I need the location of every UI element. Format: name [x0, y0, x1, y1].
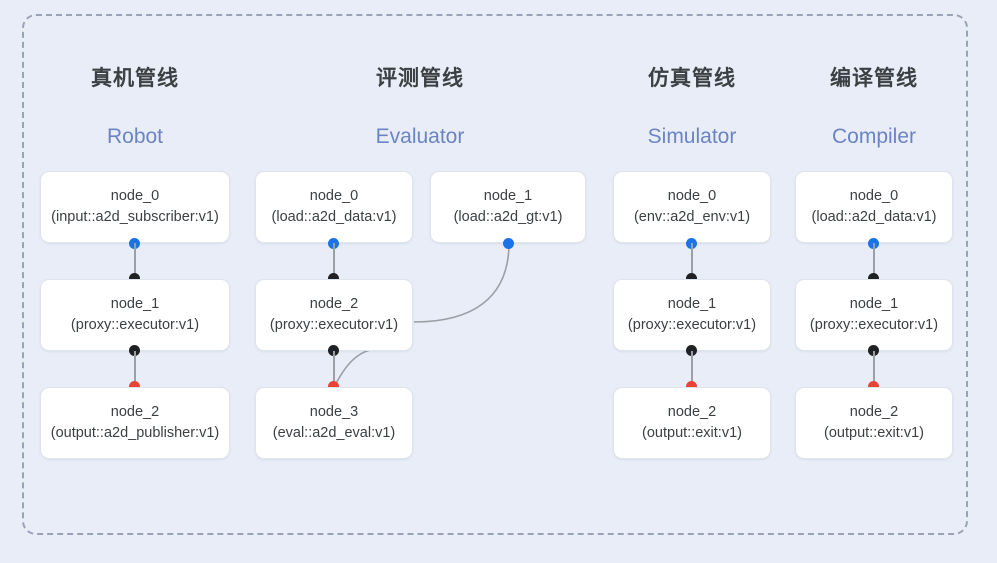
port-output-evaluator-1-gt[interactable]: [503, 238, 514, 249]
node-spec: (load::a2d_data:v1): [811, 209, 937, 225]
node-simulator-2[interactable]: node_2 (output::exit:v1): [613, 387, 771, 459]
node-robot-2[interactable]: node_2 (output::a2d_publisher:v1): [40, 387, 230, 459]
node-name: node_1: [110, 296, 160, 312]
node-name: node_2: [667, 404, 717, 420]
edge-evaluator-2-to-3: [333, 351, 335, 387]
column-title-cn-simulator: 仿真管线: [648, 67, 736, 90]
node-spec: (load::a2d_data:v1): [271, 209, 397, 225]
port-input-compiler-1[interactable]: [868, 273, 879, 284]
port-terminal-compiler-2[interactable]: [868, 381, 879, 392]
node-evaluator-2[interactable]: node_2 (proxy::executor:v1): [255, 279, 413, 351]
node-name: node_0: [309, 188, 359, 204]
column-title-en-simulator: Simulator: [647, 125, 737, 148]
node-name: node_0: [667, 188, 717, 204]
column-title-en-robot: Robot: [106, 125, 164, 148]
node-spec: (output::a2d_publisher:v1): [50, 425, 220, 441]
node-spec: (load::a2d_gt:v1): [453, 209, 563, 225]
node-simulator-0[interactable]: node_0 (env::a2d_env:v1): [613, 171, 771, 243]
edge-robot-0-to-1: [134, 243, 136, 279]
node-simulator-1[interactable]: node_1 (proxy::executor:v1): [613, 279, 771, 351]
port-output-evaluator-2[interactable]: [328, 345, 339, 356]
edge-simulator-1-to-2: [691, 351, 693, 387]
edge-compiler-1-to-2: [873, 351, 875, 387]
node-compiler-1[interactable]: node_1 (proxy::executor:v1): [795, 279, 953, 351]
node-compiler-0[interactable]: node_0 (load::a2d_data:v1): [795, 171, 953, 243]
port-terminal-evaluator-3[interactable]: [328, 381, 339, 392]
port-input-simulator-1[interactable]: [686, 273, 697, 284]
column-title-en-evaluator: Evaluator: [375, 125, 465, 148]
node-spec: (proxy::executor:v1): [809, 317, 939, 333]
port-output-robot-1[interactable]: [129, 345, 140, 356]
node-robot-1[interactable]: node_1 (proxy::executor:v1): [40, 279, 230, 351]
node-name: node_3: [309, 404, 359, 420]
edge-robot-1-to-2: [134, 351, 136, 387]
node-name: node_1: [849, 296, 899, 312]
column-title-cn-evaluator: 评测管线: [376, 67, 464, 90]
node-name: node_0: [110, 188, 160, 204]
node-spec: (input::a2d_subscriber:v1): [51, 209, 219, 225]
node-name: node_2: [110, 404, 160, 420]
node-evaluator-1-gt[interactable]: node_1 (load::a2d_gt:v1): [430, 171, 586, 243]
port-input-robot-1[interactable]: [129, 273, 140, 284]
column-title-en-compiler: Compiler: [831, 125, 917, 148]
edge-evaluator-0-to-2: [333, 243, 335, 279]
port-terminal-simulator-2[interactable]: [686, 381, 697, 392]
node-spec: (env::a2d_env:v1): [633, 209, 751, 225]
pipeline-group-frame: [22, 14, 968, 535]
node-name: node_2: [309, 296, 359, 312]
edge-compiler-0-to-1: [873, 243, 875, 279]
port-output-compiler-1[interactable]: [868, 345, 879, 356]
edge-simulator-0-to-1: [691, 243, 693, 279]
port-output-simulator-1[interactable]: [686, 345, 697, 356]
port-input-evaluator-2[interactable]: [328, 273, 339, 284]
node-name: node_2: [849, 404, 899, 420]
node-spec: (proxy::executor:v1): [269, 317, 399, 333]
node-evaluator-0[interactable]: node_0 (load::a2d_data:v1): [255, 171, 413, 243]
node-name: node_1: [483, 188, 533, 204]
node-spec: (proxy::executor:v1): [70, 317, 200, 333]
node-spec: (output::exit:v1): [824, 425, 924, 441]
column-title-cn-compiler: 编译管线: [830, 67, 918, 90]
node-name: node_1: [667, 296, 717, 312]
node-spec: (proxy::executor:v1): [627, 317, 757, 333]
node-name: node_0: [849, 188, 899, 204]
node-spec: (output::exit:v1): [642, 425, 742, 441]
port-terminal-robot-2[interactable]: [129, 381, 140, 392]
node-evaluator-3[interactable]: node_3 (eval::a2d_eval:v1): [255, 387, 413, 459]
column-title-cn-robot: 真机管线: [91, 67, 179, 90]
node-compiler-2[interactable]: node_2 (output::exit:v1): [795, 387, 953, 459]
node-spec: (eval::a2d_eval:v1): [272, 425, 396, 441]
node-robot-0[interactable]: node_0 (input::a2d_subscriber:v1): [40, 171, 230, 243]
